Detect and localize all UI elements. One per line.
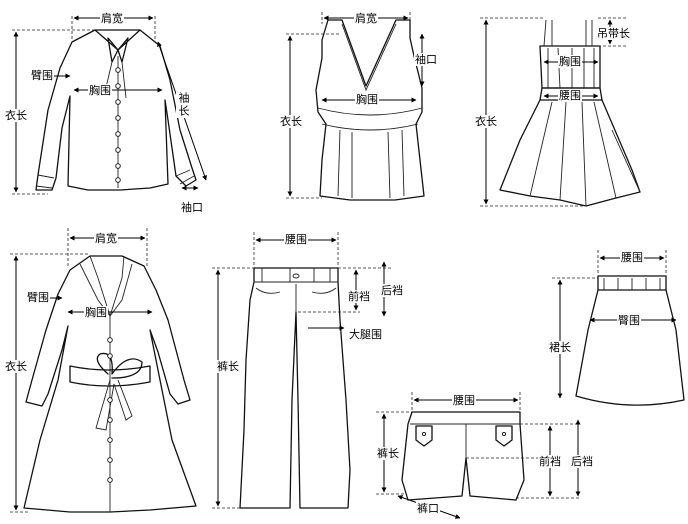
pants-front-rise-label: 前裆 <box>347 290 371 303</box>
blouse-length-label: 衣长 <box>4 109 28 122</box>
dress-strap-length-label: 吊带长 <box>596 27 631 40</box>
blouse-drawing <box>12 15 207 195</box>
shorts-back-rise-label: 后裆 <box>570 455 594 468</box>
coat-shoulder-label: 肩宽 <box>94 232 118 245</box>
blouse-cuff-label: 袖口 <box>180 201 204 214</box>
blouse-buttons <box>115 67 121 183</box>
strap-dress-drawing <box>480 17 641 207</box>
blouse-sleeve-length-label: 袖长 <box>176 92 191 118</box>
vest-chest-label: 胸围 <box>355 93 379 106</box>
vest-length-label: 衣长 <box>279 115 303 128</box>
shorts-length-label: 裤长 <box>376 447 400 460</box>
pants-length-label: 裤长 <box>216 360 240 373</box>
skirt-hip-label: 臀围 <box>617 314 641 327</box>
dress-waist-label: 腰围 <box>558 89 582 102</box>
skirt-drawing <box>552 250 685 406</box>
pants-drawing <box>212 232 392 509</box>
coat-buttons <box>107 337 113 483</box>
pants-thigh-label: 大腿围 <box>348 328 383 341</box>
shorts-front-rise-label: 前裆 <box>538 455 562 468</box>
shorts-hem-label: 裤口 <box>416 502 440 515</box>
vest-shoulder-label: 肩宽 <box>354 12 378 25</box>
coat-chest-label: 胸围 <box>84 306 108 319</box>
blouse-chest-label: 胸围 <box>88 84 112 97</box>
blouse-upper-arm-label: 臂围 <box>30 69 54 82</box>
shorts-waist-label: 腰围 <box>452 394 476 407</box>
skirt-waist-label: 腰围 <box>620 251 644 264</box>
coat-length-label: 衣长 <box>4 360 28 373</box>
pants-back-rise-label: 后裆 <box>380 284 404 297</box>
coat-upper-arm-label: 臂围 <box>26 291 50 304</box>
skirt-length-label: 裙长 <box>548 341 572 354</box>
dress-length-label: 衣长 <box>474 115 498 128</box>
dress-chest-label: 胸围 <box>558 55 582 68</box>
blouse-shoulder-label: 肩宽 <box>100 12 124 25</box>
coat-drawing <box>10 228 197 513</box>
vest-armhole-label: 袖口 <box>414 53 438 66</box>
pants-waist-label: 腰围 <box>284 233 308 246</box>
vest-top-drawing <box>286 12 425 201</box>
